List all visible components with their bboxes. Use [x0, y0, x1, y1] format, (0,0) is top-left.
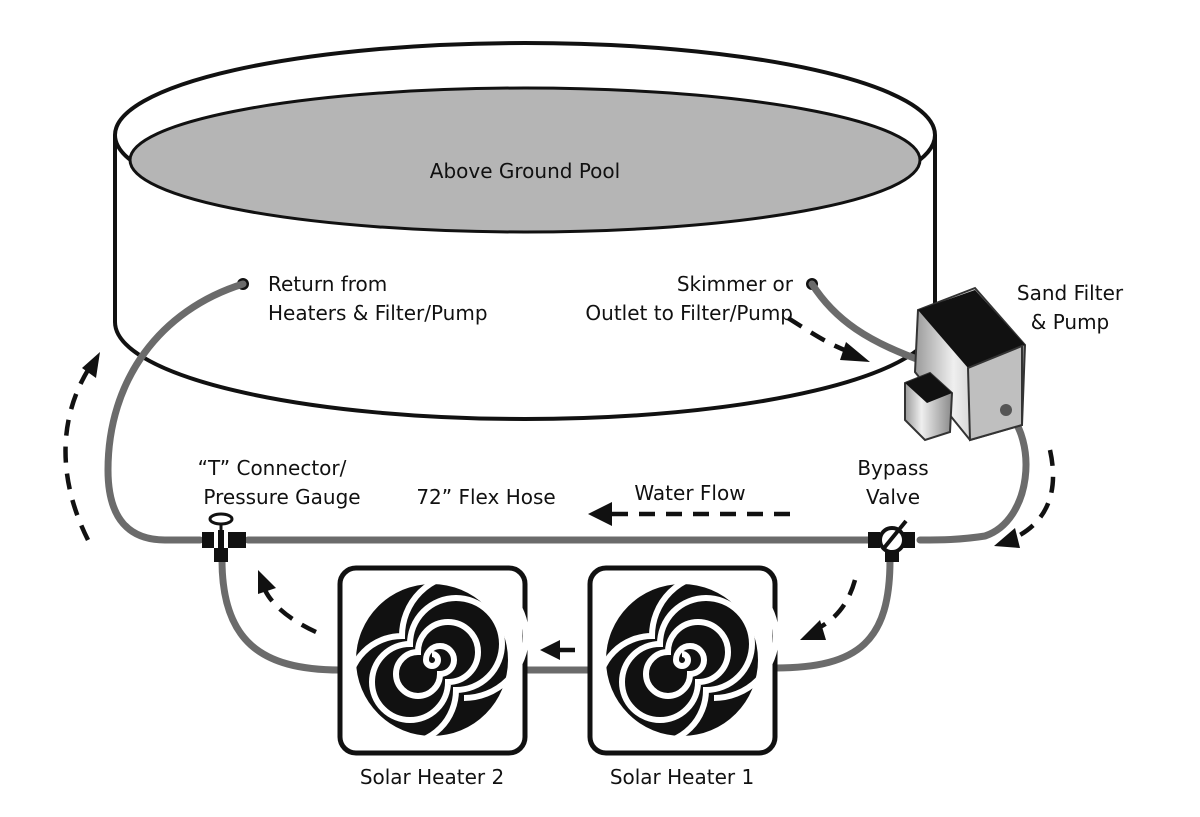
return-pipe	[104, 280, 247, 544]
bypass-label-line1: Bypass	[857, 456, 928, 480]
sand-filter-pump-icon	[904, 286, 1027, 442]
pipe-network	[104, 280, 1030, 674]
flow-arrow-to-heater1	[813, 579, 858, 633]
solar-heater-2	[337, 565, 526, 756]
t-connector-label-line1: “T” Connector/	[198, 456, 347, 480]
pool-label: Above Ground Pool	[430, 159, 620, 183]
water-flow-label: Water Flow	[634, 481, 745, 505]
valve-to-heater1-pipe	[771, 556, 894, 672]
solar-heater-1	[587, 565, 776, 756]
heater2-to-t-pipe	[218, 556, 344, 674]
heater2-label: Solar Heater 2	[360, 765, 504, 789]
flow-arrows	[63, 316, 1056, 660]
pool-water	[128, 86, 922, 234]
filter-label-line1: Sand Filter	[1017, 281, 1124, 305]
flex-hose-label: 72” Flex Hose	[416, 485, 555, 509]
t-connector-label-line2: Pressure Gauge	[203, 485, 360, 509]
labels: Above Ground Pool Return from Heaters & …	[198, 159, 1124, 789]
above-ground-pool	[113, 41, 937, 421]
bypass-valve-icon	[868, 519, 915, 562]
filter-to-valve-pipe	[916, 406, 1030, 544]
bypass-label-line2: Valve	[866, 485, 920, 509]
return-label-line1: Return from	[268, 272, 387, 296]
flow-arrow-return	[63, 368, 91, 542]
flow-arrow-filter	[1009, 449, 1056, 543]
return-label-line2: Heaters & Filter/Pump	[268, 301, 488, 325]
heater1-label: Solar Heater 1	[610, 765, 754, 789]
skimmer-pipe	[808, 280, 929, 366]
filter-label-line2: & Pump	[1031, 310, 1110, 334]
flow-arrow-to-t	[262, 588, 317, 635]
skimmer-label-line2: Outlet to Filter/Pump	[585, 301, 793, 325]
t-connector-gauge-icon	[202, 512, 246, 562]
skimmer-label-line1: Skimmer or	[677, 272, 794, 296]
